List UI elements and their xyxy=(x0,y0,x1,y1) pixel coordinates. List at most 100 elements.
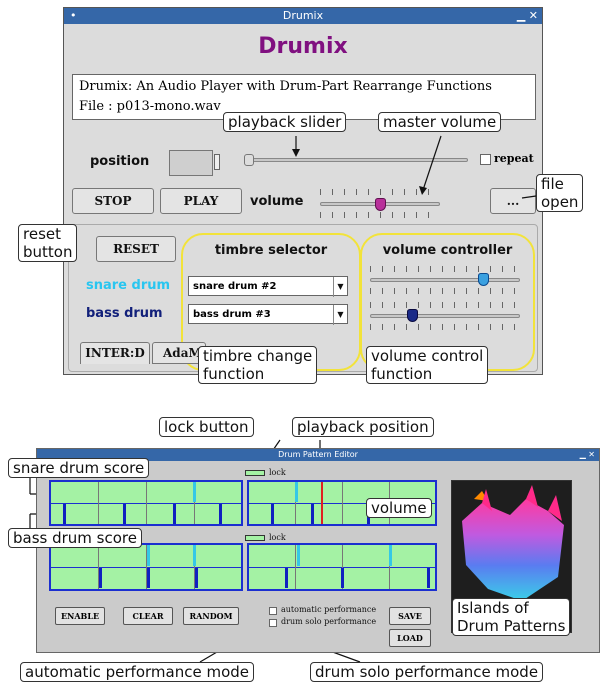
bass-note[interactable] xyxy=(63,504,66,524)
bass-note[interactable] xyxy=(311,504,314,524)
snare-timbre-value: snare drum #2 xyxy=(193,281,277,292)
grid-line xyxy=(342,482,343,524)
callout-timbre-change: timbre change function xyxy=(198,346,318,384)
master-volume-ticks-bottom xyxy=(320,212,440,218)
callout-volume-line1: volume control xyxy=(371,347,484,365)
playback-slider-thumb[interactable] xyxy=(244,154,254,166)
bass-timbre-value: bass drum #3 xyxy=(193,309,271,320)
bass-note[interactable] xyxy=(427,568,430,588)
enable-button[interactable]: ENABLE xyxy=(55,607,105,625)
bass-volume-track[interactable] xyxy=(370,314,520,318)
callout-volume: volume xyxy=(366,498,432,518)
callout-master-volume: master volume xyxy=(378,112,502,132)
snare-note[interactable] xyxy=(193,482,196,502)
bass-note[interactable] xyxy=(147,568,150,588)
bass-volume-thumb[interactable] xyxy=(407,309,418,322)
callout-reset-button: reset button xyxy=(18,224,78,262)
grid-line xyxy=(295,482,296,524)
info-line-title: Drumix: An Audio Player with Drum-Part R… xyxy=(79,79,492,94)
callout-volume-line2: function xyxy=(371,365,433,383)
bass-timbre-select[interactable]: bass drum #3 ▼ xyxy=(188,304,348,325)
auto-performance-label: automatic performance xyxy=(281,605,377,614)
save-button[interactable]: SAVE xyxy=(389,607,431,625)
callout-solo-mode: drum solo performance mode xyxy=(310,662,544,682)
arrow-line-master-volume xyxy=(422,135,442,191)
window-title: Drumix xyxy=(282,9,324,22)
bass-note[interactable] xyxy=(99,568,102,588)
minimize-close-icon[interactable]: ▁ ✕ xyxy=(516,9,538,22)
bass-note[interactable] xyxy=(219,504,222,524)
pattern-score-3[interactable] xyxy=(49,543,243,591)
snare-note[interactable] xyxy=(147,545,150,566)
timbre-selector-title: timbre selector xyxy=(214,243,328,258)
dropdown-arrow-icon[interactable]: ▼ xyxy=(333,277,347,297)
repeat-checkbox[interactable] xyxy=(480,154,491,165)
grid-line xyxy=(342,545,343,589)
grid-line xyxy=(389,545,390,589)
island-surface xyxy=(462,499,564,601)
window-menu-icon[interactable]: • xyxy=(70,9,77,22)
lock-label-top: lock xyxy=(269,468,286,477)
grid-line xyxy=(295,545,296,589)
snare-volume-track[interactable] xyxy=(370,278,520,282)
master-volume-thumb[interactable] xyxy=(375,198,386,211)
islands-surface-plot xyxy=(462,485,564,601)
bass-note[interactable] xyxy=(173,504,176,524)
tab-inter-d[interactable]: INTER:D xyxy=(80,342,150,364)
callout-reset-line2: button xyxy=(23,243,73,261)
editor-titlebar[interactable]: Drum Pattern Editor ▁ ✕ xyxy=(37,449,599,461)
bass-volume-ticks xyxy=(370,302,520,308)
load-button[interactable]: LOAD xyxy=(389,629,431,647)
position-spinner[interactable] xyxy=(214,154,220,170)
lock-label-bottom: lock xyxy=(269,533,286,542)
snare-timbre-select[interactable]: snare drum #2 ▼ xyxy=(188,276,348,297)
arrow-icon xyxy=(292,149,300,157)
bass-note[interactable] xyxy=(341,568,344,588)
drum-pattern-editor-window: Drum Pattern Editor ▁ ✕ lock lock xyxy=(36,448,600,653)
snare-note[interactable] xyxy=(389,545,392,566)
minimize-close-icon[interactable]: ▁ ✕ xyxy=(579,450,595,459)
solo-performance-label: drum solo performance xyxy=(281,617,377,626)
lock-button-bottom[interactable] xyxy=(245,535,265,541)
lock-button-top[interactable] xyxy=(245,470,265,476)
grid-line xyxy=(194,545,195,589)
callout-file-open-line2: open xyxy=(541,193,579,211)
bass-note[interactable] xyxy=(271,504,274,524)
stop-button[interactable]: STOP xyxy=(72,188,154,214)
bass-note[interactable] xyxy=(195,568,198,588)
tab-adam[interactable]: AdaM xyxy=(152,342,206,364)
drumix-titlebar[interactable]: • Drumix ▁ ✕ xyxy=(64,8,542,24)
solo-performance-checkbox[interactable] xyxy=(269,619,277,627)
grid-line xyxy=(146,545,147,589)
pattern-score-1[interactable] xyxy=(49,480,243,526)
bass-note[interactable] xyxy=(285,568,288,588)
snare-volume-thumb[interactable] xyxy=(477,273,489,286)
master-volume-ticks xyxy=(320,189,440,195)
snare-note[interactable] xyxy=(297,545,300,566)
snare-note[interactable] xyxy=(193,545,196,566)
callout-reset-line1: reset xyxy=(23,225,61,243)
random-button[interactable]: RANDOM xyxy=(183,607,239,625)
file-open-button[interactable]: ... xyxy=(490,188,536,214)
app-title: Drumix xyxy=(258,34,348,59)
position-label: position xyxy=(90,154,150,169)
reset-button[interactable]: RESET xyxy=(96,236,176,262)
editor-window-title: Drum Pattern Editor xyxy=(278,450,358,459)
repeat-label: repeat xyxy=(494,152,534,165)
callout-auto-mode: automatic performance mode xyxy=(20,662,254,682)
playback-position-line xyxy=(321,482,323,524)
callout-bass-score: bass drum score xyxy=(8,528,142,548)
pattern-score-4[interactable] xyxy=(247,543,437,591)
bass-note[interactable] xyxy=(123,504,126,524)
callout-timbre-line1: timbre change xyxy=(203,347,313,365)
arrow-icon xyxy=(419,186,427,195)
callout-timbre-line2: function xyxy=(203,365,265,383)
clear-button[interactable]: CLEAR xyxy=(123,607,173,625)
auto-performance-checkbox[interactable] xyxy=(269,607,277,615)
play-button[interactable]: PLAY xyxy=(160,188,242,214)
callout-volume-control: volume control function xyxy=(366,346,489,384)
dropdown-arrow-icon[interactable]: ▼ xyxy=(333,305,347,325)
snare-note[interactable] xyxy=(295,482,298,502)
drumix-window: • Drumix ▁ ✕ Drumix Drumix: An Audio Pla… xyxy=(63,7,543,375)
snare-volume-ticks xyxy=(370,266,520,272)
